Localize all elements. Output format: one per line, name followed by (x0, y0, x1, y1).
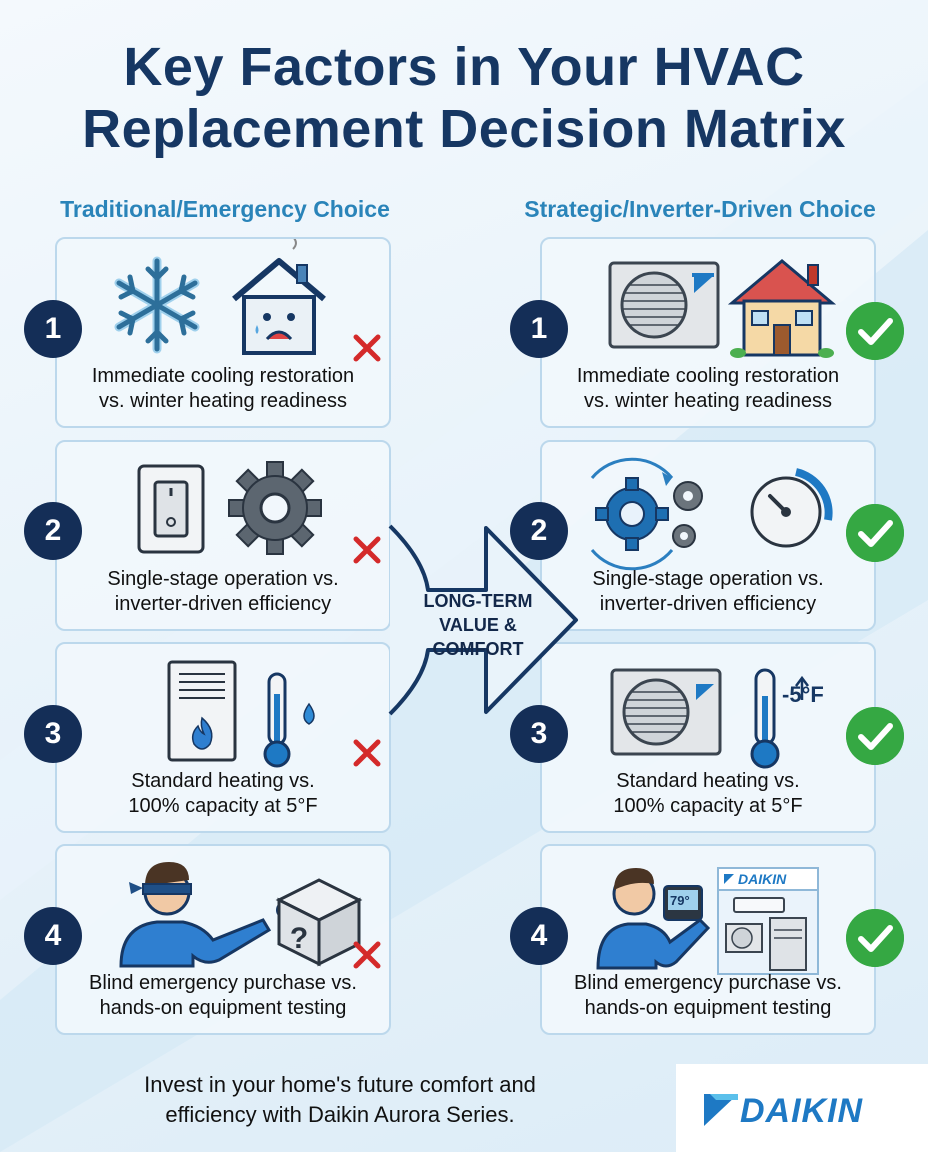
check-circle-icon (846, 504, 904, 562)
center-arrow-label: LONG-TERM VALUE & COMFORT (423, 591, 533, 659)
daikin-outdoor-unit-icon (608, 261, 720, 349)
page-title: Key Factors in Your HVAC Replacement Dec… (0, 36, 928, 160)
card-left-1-caption: Immediate cooling restoration vs. winter… (91, 365, 355, 412)
card-left-2-caption: Single-stage operation vs. inverter-driv… (107, 568, 339, 615)
row-number-badge-right-3: 3 (510, 705, 568, 763)
row-number-badge-right-4: 4 (510, 907, 568, 965)
row1-left-illustration (114, 239, 326, 355)
row-number-badge-left-3: 3 (24, 705, 82, 763)
daikin-logo: DAIKIN (676, 1064, 928, 1152)
card-right-2: Single-stage operation vs. inverter-driv… (540, 440, 876, 631)
title-line-2: Replacement Decision Matrix (82, 99, 846, 159)
snowflake-icon (114, 256, 200, 354)
blindfolded-person-icon (119, 862, 294, 968)
row1-right-illustration (608, 259, 837, 358)
column-heading-traditional: Traditional/Emergency Choice (60, 196, 390, 222)
showroom-brand-label: DAIKIN (738, 871, 787, 887)
column-heading-strategic: Strategic/Inverter-Driven Choice (524, 196, 876, 222)
card-right-1: Immediate cooling restoration vs. winter… (540, 237, 876, 428)
sad-house-icon (232, 239, 326, 355)
card-right-4-caption: Blind emergency purchase vs. hands-on eq… (574, 972, 842, 1019)
x-mark-icon (353, 536, 381, 564)
check-circle-icon (846, 909, 904, 967)
card-right-4: 79° DAIKIN Blind emergency purchase vs. … (540, 844, 876, 1035)
title-line-1: Key Factors in Your HVAC (123, 37, 805, 97)
variable-gears-icon (590, 457, 703, 571)
card-left-1: Immediate cooling restoration vs. winter… (55, 237, 391, 428)
daikin-logo-mark-icon (704, 1094, 738, 1126)
row4-right-illustration (596, 867, 819, 975)
center-arrow-icon (388, 524, 578, 716)
check-circle-icon (846, 707, 904, 765)
daikin-showroom-icon (717, 867, 819, 975)
thermometer-icon (750, 668, 809, 769)
gauge-icon (750, 468, 833, 548)
row2-left-illustration (137, 461, 322, 555)
row-number-badge-left-4: 4 (24, 907, 82, 965)
gear-icon (228, 461, 322, 555)
card-right-3: -5°F Standard heating vs. 100% capacity … (540, 642, 876, 833)
row2-right-illustration (590, 457, 833, 571)
card-left-4: ? Blind emergency purchase vs. hands-on … (55, 844, 391, 1035)
card-right-1-caption: Immediate cooling restoration vs. winter… (576, 365, 840, 412)
furnace-flame-icon (167, 660, 237, 762)
row3-left-illustration (167, 660, 315, 768)
temperature-label: -5°F (782, 682, 824, 707)
row3-right-illustration (610, 668, 809, 769)
daikin-logo-text: DAIKIN (740, 1092, 864, 1130)
happy-house-icon (727, 259, 837, 358)
daikin-outdoor-unit-icon (610, 668, 722, 756)
card-right-2-caption: Single-stage operation vs. inverter-driv… (592, 568, 824, 615)
row-number-badge-right-2: 2 (510, 502, 568, 560)
x-mark-icon (353, 941, 381, 969)
thermostat-reading: 79° (670, 893, 690, 908)
x-mark-icon (353, 739, 381, 767)
row-number-badge-right-1: 1 (510, 300, 568, 358)
card-left-2: Single-stage operation vs. inverter-driv… (55, 440, 391, 631)
card-left-3-caption: Standard heating vs. 100% capacity at 5°… (128, 770, 318, 817)
light-switch-icon (137, 464, 205, 554)
row-number-badge-left-1: 1 (24, 300, 82, 358)
person-thermostat-icon (596, 868, 711, 970)
mystery-box-icon: ? (275, 878, 363, 967)
row-number-badge-left-2: 2 (24, 502, 82, 560)
card-left-3: Standard heating vs. 100% capacity at 5°… (55, 642, 391, 833)
x-mark-icon (353, 334, 381, 362)
check-circle-icon (846, 302, 904, 360)
card-right-3-caption: Standard heating vs. 100% capacity at 5°… (613, 770, 803, 817)
footer-tagline: Invest in your home's future comfort and… (144, 1072, 536, 1127)
card-left-4-caption: Blind emergency purchase vs. hands-on eq… (89, 972, 357, 1019)
svg-text:?: ? (290, 922, 308, 955)
row4-left-illustration: ? (119, 862, 363, 968)
thermometer-droplet-icon (263, 672, 315, 768)
